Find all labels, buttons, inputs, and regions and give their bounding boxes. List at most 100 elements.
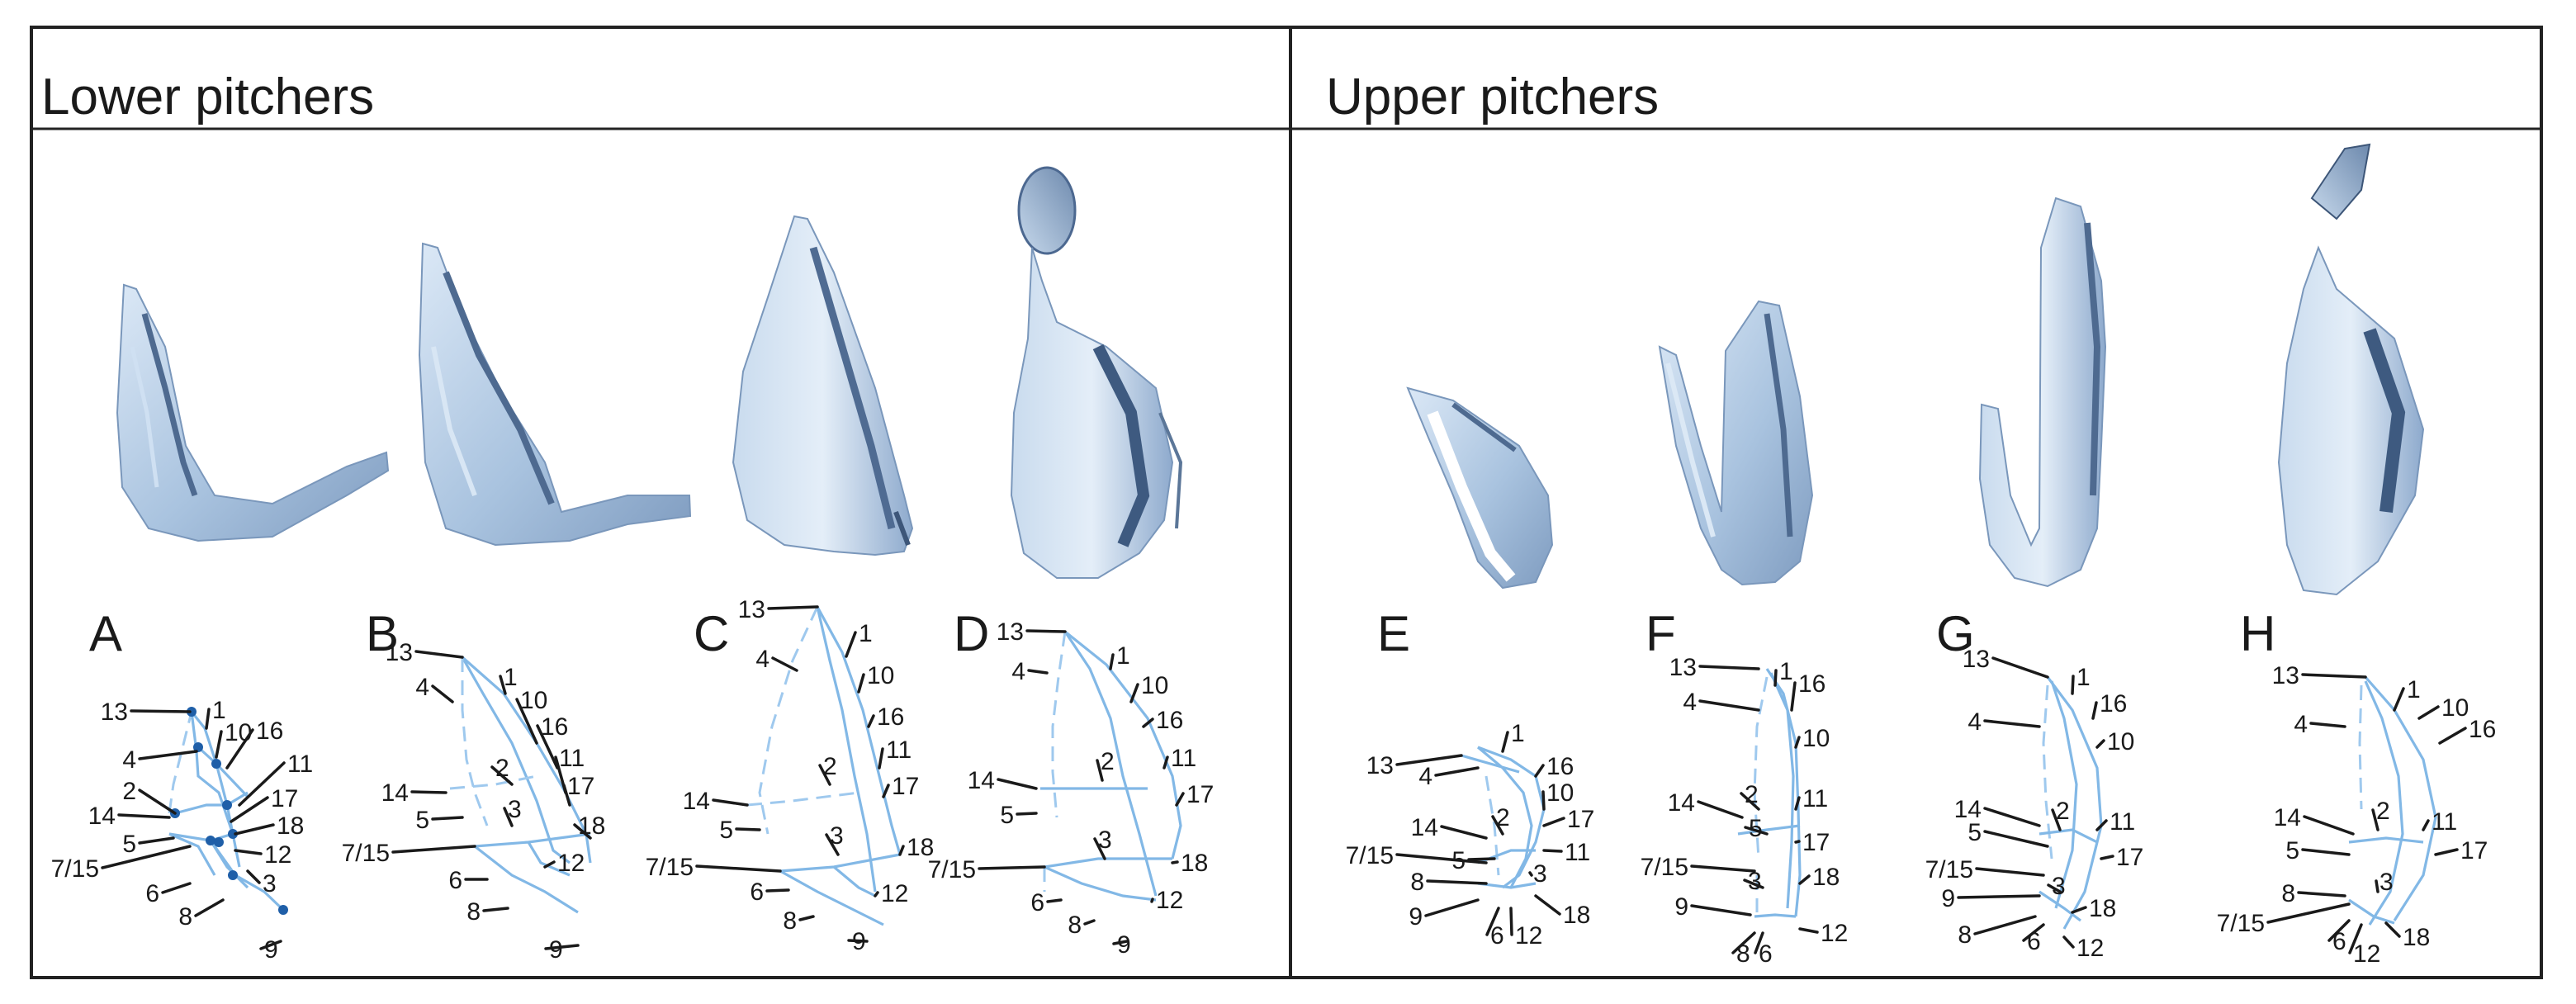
landmark-label-e: 8 (1410, 869, 1424, 896)
landmark-leader-f (1773, 669, 1778, 687)
landmark-leader-f (1794, 796, 1801, 811)
landmark-leader-e (1485, 907, 1500, 936)
landmark-label-g: 18 (2089, 895, 2116, 922)
landmark-label-f: 2 (1745, 781, 1759, 808)
landmark-leader-c (882, 784, 890, 798)
landmark-leader-d (1025, 629, 1067, 633)
landmark-label-g: 4 (1968, 708, 1982, 736)
landmark-label-d: 11 (1171, 745, 1196, 772)
panel-label-g: G (1936, 606, 1975, 661)
landmark-leader-c (695, 864, 782, 873)
landmark-leader-g (2047, 883, 2062, 893)
landmark-leader-h (2348, 923, 2363, 954)
landmark-label-b: 16 (541, 713, 568, 741)
landmark-leader-f (1744, 826, 1769, 836)
landmark-label-e: 17 (1567, 806, 1594, 833)
landmark-leader-f (1790, 681, 1797, 712)
landmark-label-h: 6 (2332, 928, 2346, 955)
landmark-leader-h (2297, 891, 2346, 897)
landmark-leader-g (2062, 935, 2075, 949)
landmark-label-e: 12 (1515, 922, 1542, 950)
landmark-diagram-g (2039, 676, 2103, 930)
landmark-leader-f (1698, 699, 1760, 712)
landmark-label-d: 10 (1141, 672, 1168, 699)
landmark-label-b: 13 (386, 639, 413, 666)
landmark-leader-e (1491, 815, 1504, 836)
landmark-label-b: 17 (567, 773, 594, 800)
landmark-label-e: 14 (1411, 814, 1438, 841)
landmark-label-d: 9 (1117, 931, 1131, 959)
landmark-leader-e (1426, 879, 1488, 885)
landmark-leader-h (2301, 673, 2367, 679)
landmark-leader-g (2071, 675, 2075, 695)
landmark-label-f: 4 (1683, 689, 1697, 716)
landmark-label-a: 9 (264, 936, 278, 964)
landmark-leader-d (1163, 755, 1169, 770)
landmark-label-f: 11 (1802, 785, 1828, 812)
landmark-leader-b (431, 684, 454, 703)
landmark-label-d: 13 (997, 618, 1024, 646)
panel-label-a: A (89, 606, 122, 661)
landmark-leader-f (1798, 927, 1819, 934)
landmark-label-c: 11 (886, 736, 912, 764)
landmark-leader-b (515, 698, 538, 745)
landmark-leader-g (1991, 656, 2049, 679)
landmark-leader-h (2371, 808, 2379, 831)
landmark-leader-b (573, 823, 592, 840)
panel-label-f: F (1646, 606, 1676, 661)
landmark-leader-c (825, 833, 840, 856)
landmark-label-a: 11 (287, 751, 313, 778)
landmark-leader-f (1697, 800, 1744, 819)
landmark-label-g: 7/15 (1925, 856, 1973, 883)
landmark-label-g: 5 (1968, 819, 1982, 846)
landmark-leader-d (1093, 837, 1106, 860)
landmark-leader-a (117, 813, 171, 819)
landmark-label-b: 3 (508, 796, 522, 823)
landmark-leader-e (1542, 817, 1565, 827)
pitcher-scan-upper-3 (1978, 197, 2107, 588)
landmark-leader-a (138, 836, 175, 845)
panel-label-c: C (694, 606, 729, 661)
landmark-label-e: 7/15 (1346, 842, 1394, 869)
landmark-label-b: 10 (520, 687, 547, 714)
landmark-label-b: 4 (415, 674, 429, 701)
landmark-leader-a (130, 709, 192, 713)
landmark-leader-c (867, 714, 875, 728)
landmark-leader-g (2022, 923, 2045, 942)
landmark-label-f: 16 (1798, 670, 1825, 698)
landmark-leader-c (818, 764, 831, 786)
landmark-leader-a (225, 728, 254, 770)
landmark-label-c: 13 (738, 596, 765, 623)
landmark-label-h: 3 (2379, 869, 2394, 896)
landmark-label-e: 9 (1409, 903, 1423, 931)
landmark-label-e: 3 (1533, 860, 1547, 888)
landmark-leader-f (1743, 878, 1764, 889)
landmark-label-g: 8 (1958, 921, 1972, 949)
landmark-label-a: 7/15 (51, 855, 99, 883)
landmark-leader-g (2051, 808, 2062, 831)
landmark-leader-c (878, 747, 884, 770)
landmark-label-d: 4 (1011, 658, 1025, 685)
landmark-leader-e (1542, 849, 1563, 853)
landmark-label-b: 7/15 (342, 840, 390, 867)
landmark-label-g: 2 (2056, 798, 2070, 825)
landmark-label-g: 11 (2110, 808, 2135, 836)
landmark-leader-e (1501, 731, 1509, 753)
landmark-leader-d (1096, 759, 1104, 782)
landmark-label-d: 18 (1181, 850, 1208, 877)
landmark-leader-b (503, 807, 514, 827)
landmark-label-d: 6 (1030, 889, 1044, 916)
landmark-leader-g (1957, 894, 2041, 899)
landmark-leader-h (2384, 921, 2401, 938)
landmark-label-c: 9 (852, 928, 866, 955)
landmark-label-f: 14 (1668, 789, 1695, 817)
landmark-leader-b (562, 784, 571, 807)
landmark-label-h: 2 (2376, 798, 2390, 825)
landmark-leader-d (1112, 940, 1129, 945)
landmark-leader-e (1541, 790, 1546, 811)
landmark-leader-h (2327, 919, 2351, 942)
landmark-label-f: 3 (1748, 868, 1762, 895)
landmark-label-d: 14 (968, 767, 995, 794)
landmark-leader-c (712, 798, 749, 807)
